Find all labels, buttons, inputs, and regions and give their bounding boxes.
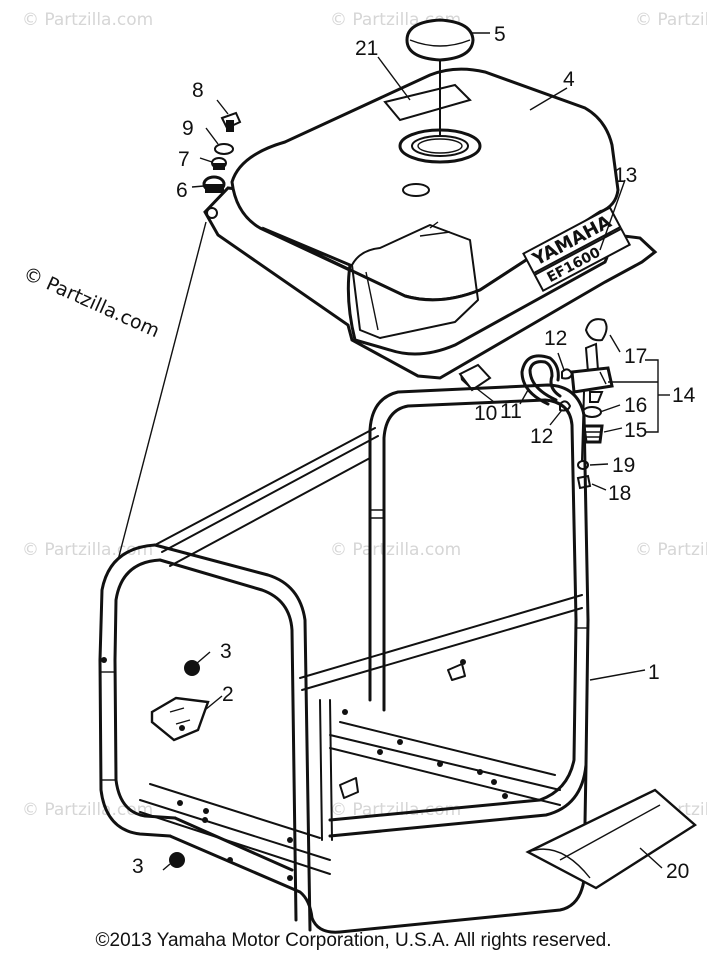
- callout-9: 9: [182, 117, 194, 140]
- callout-1: 1: [648, 661, 660, 684]
- callout-16: 16: [624, 394, 647, 417]
- callout-17: 17: [624, 345, 647, 368]
- callout-6: 6: [176, 179, 188, 202]
- callout-15: 15: [624, 419, 647, 442]
- callout-11: 11: [500, 400, 522, 423]
- callout-13: 13: [614, 164, 637, 187]
- callout-3b: 3: [132, 855, 144, 878]
- watermark: © Partzilla.com: [635, 540, 707, 560]
- frame: [98, 383, 590, 934]
- callout-4: 4: [563, 68, 575, 91]
- watermark: © Partzilla.com: [330, 540, 461, 560]
- callout-3: 3: [220, 640, 232, 663]
- watermark: © Partzilla.com: [330, 800, 461, 820]
- callout-labels: 1 2 3 3 4 5 6 7 8 9 10 11 12 12 13 14 15…: [132, 23, 696, 883]
- callout-10: 10: [474, 402, 497, 425]
- manual: [525, 788, 697, 890]
- fuel-tank: YAMAHA EF1600: [203, 67, 658, 380]
- fuel-cock: [520, 318, 614, 490]
- copyright-notice: ©2013 Yamaha Motor Corporation, U.S.A. A…: [95, 930, 612, 951]
- callout-12b: 12: [530, 425, 553, 448]
- leader-lines: [162, 32, 663, 871]
- watermark: © Partzilla.com: [22, 800, 153, 820]
- callout-20: 20: [666, 860, 689, 883]
- watermark: © Partzilla.com: [635, 10, 707, 30]
- callout-18: 18: [608, 482, 631, 505]
- callout-12: 12: [544, 327, 567, 350]
- side-watermark: © Partzilla.com: [20, 262, 163, 342]
- callout-19: 19: [612, 454, 635, 477]
- watermark: © Partzilla.com: [22, 10, 153, 30]
- callout-21: 21: [355, 37, 378, 60]
- callout-5: 5: [494, 23, 506, 46]
- callout-7: 7: [178, 148, 190, 171]
- mounting-hardware: [202, 111, 242, 193]
- callout-2: 2: [222, 683, 234, 706]
- callout-14: 14: [672, 384, 696, 407]
- fuel-cap: [405, 18, 475, 62]
- callout-8: 8: [192, 79, 204, 102]
